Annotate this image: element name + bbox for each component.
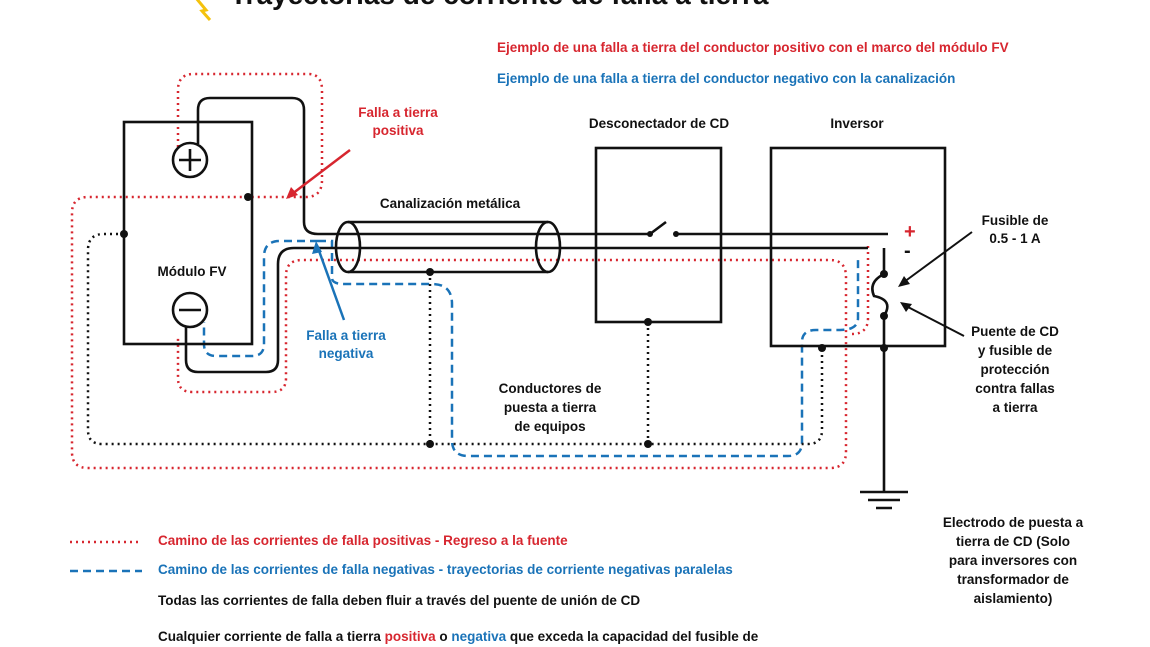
note-positive-word: positiva [384,629,436,644]
electrode-label-4: transformador de [957,572,1069,587]
negative-fault-label-2: negativa [319,346,374,361]
electrode-label-3: para inversores con [949,553,1077,568]
positive-fault-label-1: Falla a tierra [358,105,438,120]
positive-fault-label-2: positiva [372,123,424,138]
fuse-label-1: Fusible de [982,213,1049,228]
inverter-label: Inversor [830,116,884,131]
dc-disconnect-label: Desconectador de CD [589,116,730,131]
page-title: Trayectorias de corriente de falla a tie… [230,0,769,10]
lightning-icon [195,0,212,21]
dc-disconnect-box [594,146,723,324]
inverter-box [769,146,947,348]
electrode-label-2: tierra de CD (Solo [956,534,1070,549]
negative-fault-path [202,239,860,458]
equipment-grounding-conductors [86,232,824,446]
note-fuse-capacity: Cualquier corriente de falla a tierra po… [158,629,758,644]
egc-label-2: puesta a tierra [504,400,597,415]
note-fuse-text-b: que exceda la capacidad del fusible de [506,629,759,644]
egc-label-3: de equipos [514,419,585,434]
negative-fault-arrow [312,241,346,321]
bond-label-1: Puente de CD [971,324,1059,339]
plus-sign: + [904,221,916,243]
pv-module-label: Módulo FV [158,264,227,279]
fuse-label-2: 0.5 - 1 A [989,231,1041,246]
egc-label-1: Conductores de [499,381,602,396]
bond-label-4: contra fallas [975,381,1055,396]
note-negative-word: negativa [451,629,507,644]
bond-label-3: protección [980,362,1049,377]
bond-label-5: a tierra [992,400,1038,415]
wiring [122,96,947,510]
negative-terminal-icon [171,291,209,329]
example-negative-text: Ejemplo de una falla a tierra del conduc… [497,71,955,86]
legend-positive-text: Camino de las corrientes de falla positi… [158,533,568,548]
fuse-pointer-arrow [898,231,973,287]
electrode-label-1: Electrodo de puesta a [943,515,1084,530]
legend-negative-text: Camino de las corrientes de falla negati… [158,562,733,577]
positive-fault-path [70,72,870,470]
negative-fault-label-1: Falla a tierra [306,328,386,343]
electrode-label-5: aislamiento) [974,591,1053,606]
positive-terminal-icon [171,141,209,179]
raceway-label: Canalización metálica [380,196,521,211]
note-fuse-text-a: Cualquier corriente de falla a tierra [158,629,385,644]
example-positive-text: Ejemplo de una falla a tierra del conduc… [497,40,1009,55]
positive-fault-arrow [286,149,351,199]
bond-label-2: y fusible de [978,343,1053,358]
bond-pointer-arrow [900,302,965,337]
note-all-currents: Todas las corrientes de falla deben flui… [158,593,641,608]
minus-sign: - [904,240,911,262]
junction-dots [120,193,888,448]
note-or-word: o [435,629,452,644]
